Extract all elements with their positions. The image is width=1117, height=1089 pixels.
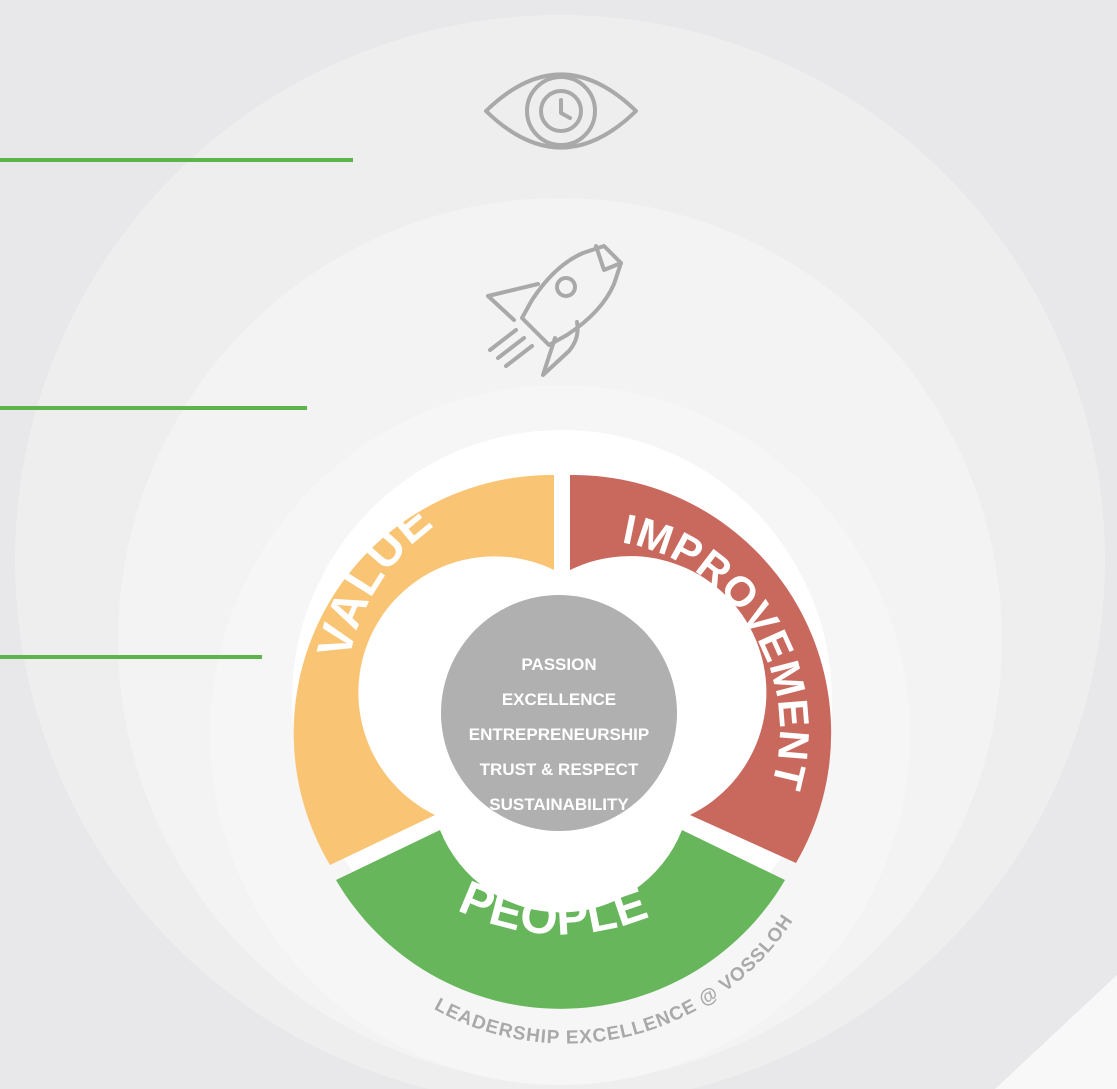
improvement-segment[interactable] <box>570 474 832 863</box>
value-segment[interactable] <box>293 474 554 865</box>
core-value-excellence: EXCELLENCE <box>502 690 616 709</box>
corner-shape <box>995 975 1117 1089</box>
people-segment[interactable] <box>336 830 785 1009</box>
core-value-passion: PASSION <box>521 655 596 674</box>
core-value-trust-respect: TRUST & RESPECT <box>480 760 639 779</box>
rocket-icon <box>486 244 623 377</box>
core-value-sustainability: SUSTAINABILITY <box>489 795 629 814</box>
eye-icon <box>484 72 638 150</box>
core-value-entrepreneurship: ENTREPRENEURSHIP <box>469 725 649 744</box>
core-circle <box>441 595 677 831</box>
